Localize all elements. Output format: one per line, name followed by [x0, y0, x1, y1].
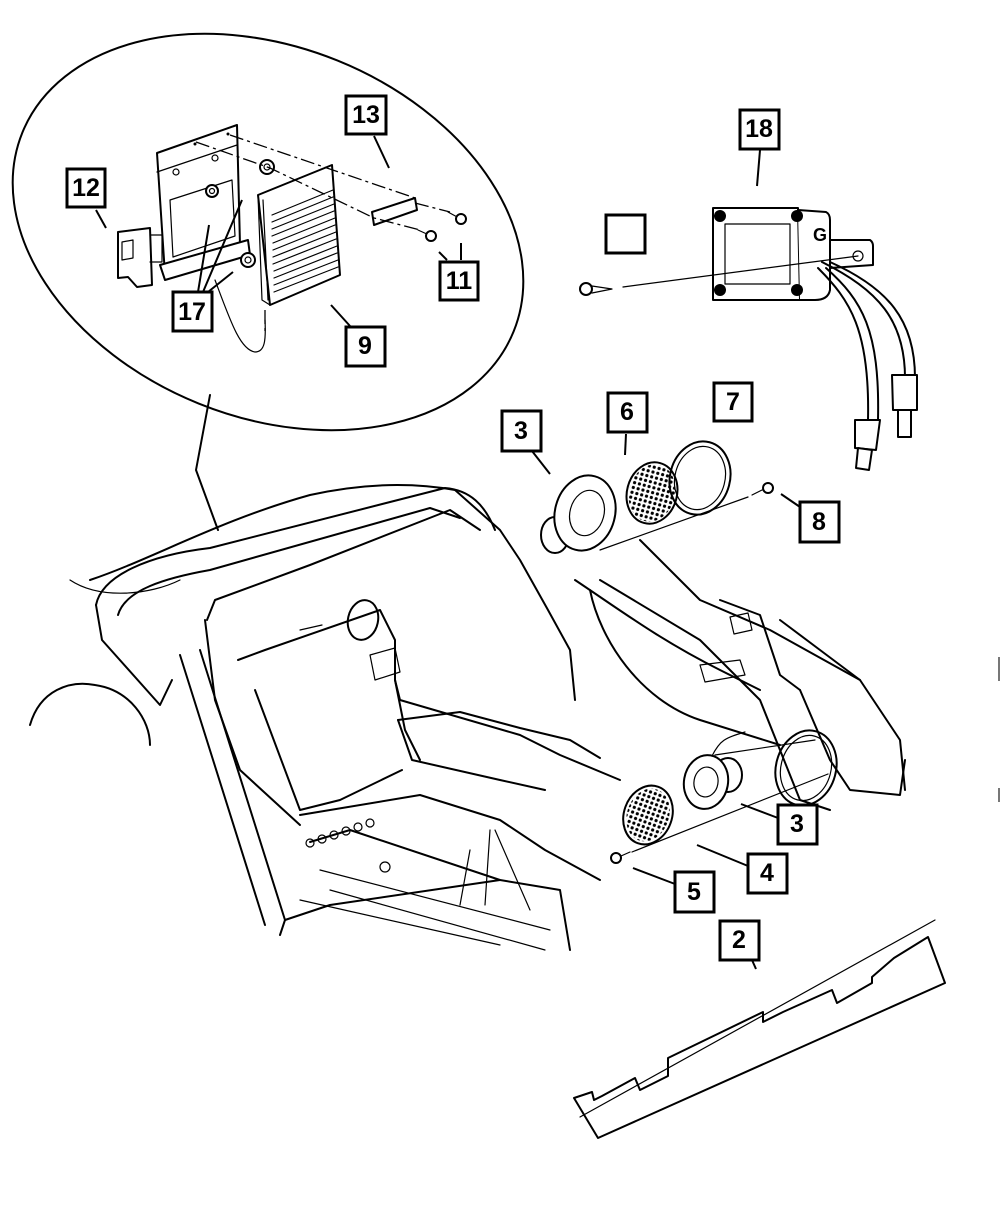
callout-8[interactable]: 8: [780, 493, 841, 544]
connector-clip: [117, 227, 163, 288]
callout-12[interactable]: 12: [65, 167, 107, 229]
callout-6[interactable]: 6: [606, 391, 649, 456]
upper-speaker-axis: [599, 496, 749, 551]
upper-speaker: [540, 474, 617, 554]
trim-panel: [573, 919, 946, 1139]
callout-7[interactable]: 7: [712, 381, 754, 423]
edge-mark-lower: [998, 788, 1000, 802]
svg-text:3: 3: [790, 810, 804, 838]
amplifier-fins: [271, 189, 339, 293]
svg-text:11: 11: [446, 267, 473, 295]
lower-speaker-screw: [610, 851, 631, 864]
inset-pointer-line: [195, 394, 219, 531]
antenna-module: G: [712, 207, 918, 471]
svg-text:12: 12: [72, 174, 100, 202]
callout-5[interactable]: 5: [632, 867, 716, 914]
lower-speaker: [682, 731, 746, 810]
edge-mark-upper: [998, 657, 1000, 681]
callout-3-upper[interactable]: 3: [500, 409, 551, 475]
lower-speaker-grille: [622, 784, 674, 846]
mounting-nuts: [240, 159, 275, 268]
callout-18[interactable]: [604, 213, 647, 255]
callouts: 13 12 11 17 9 18: [65, 94, 841, 970]
svg-text:6: 6: [620, 398, 634, 426]
amp-dash-line-1: [229, 134, 451, 213]
lower-speaker-wire: [714, 739, 816, 756]
upper-speaker-screw: [751, 482, 774, 496]
svg-text:4: 4: [760, 859, 774, 887]
svg-text:13: 13: [352, 101, 380, 129]
callout-4[interactable]: 4: [696, 844, 789, 895]
svg-text:17: 17: [178, 298, 206, 326]
svg-text:5: 5: [687, 878, 701, 906]
detail-inset: [11, 32, 525, 531]
module-screw: [579, 282, 613, 296]
svg-text:7: 7: [726, 388, 740, 416]
svg-text:9: 9: [358, 332, 372, 360]
callout-17[interactable]: 18: [738, 108, 781, 187]
lower-speaker-axis: [631, 773, 829, 853]
lower-speaker-cutout: [774, 729, 838, 807]
amplifier-screws: [417, 211, 467, 242]
floor-holes: [305, 818, 391, 873]
upper-speaker-grille: [625, 461, 679, 525]
bracket-strip: [371, 197, 418, 226]
svg-text:3: 3: [514, 417, 528, 445]
callout-2[interactable]: 2: [718, 919, 761, 970]
callout-10[interactable]: 13: [344, 94, 390, 169]
svg-text:2: 2: [732, 926, 746, 954]
callout-9[interactable]: 9: [330, 304, 387, 368]
amplifier: [257, 164, 341, 306]
inset-ellipse: [11, 32, 525, 432]
amplifier-bracket: [156, 124, 251, 281]
upper-speaker-ring: [668, 440, 732, 516]
svg-text:8: 8: [812, 508, 826, 536]
module-marking: G: [813, 225, 827, 245]
svg-text:18: 18: [745, 115, 773, 143]
callout-3-lower[interactable]: 3: [740, 803, 819, 846]
module-screw-line: [622, 255, 859, 288]
amp-dash-line-2: [195, 141, 421, 231]
callout-11[interactable]: 11: [438, 243, 480, 302]
callout-13[interactable]: 17: [171, 199, 243, 333]
car-body: [29, 484, 906, 951]
amp-wire: [214, 279, 266, 353]
